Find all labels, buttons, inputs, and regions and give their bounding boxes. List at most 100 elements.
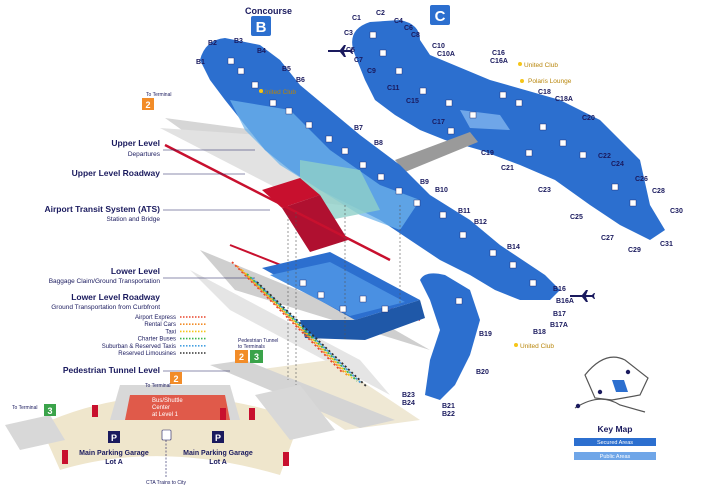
svg-text:C9: C9 [367,68,376,75]
united-club-b[interactable]: United Club [262,89,296,96]
svg-text:Station and Bridge: Station and Bridge [107,216,161,223]
svg-text:B5: B5 [282,66,291,73]
svg-text:3: 3 [254,352,259,362]
terminal-3-badge-left[interactable] [44,404,56,416]
concourse-b-badge [251,16,271,36]
key-map-title: Key Map [598,424,633,434]
concourse-c-badge [430,5,450,25]
svg-text:B16: B16 [553,286,566,293]
svg-text:C28: C28 [652,188,665,195]
to-terminal-ped: To Terminal [145,383,170,389]
svg-text:C27: C27 [601,235,614,242]
center-label: Center [152,405,170,411]
svg-text:B12: B12 [474,219,487,226]
airplane-icon [328,45,353,57]
svg-text:C25: C25 [570,214,583,221]
svg-text:C20: C20 [582,115,595,122]
to-terminal-left: To Terminal [12,405,37,411]
parking-p-left[interactable] [108,431,120,443]
at-level-label: at Level 1 [152,412,179,418]
train-icon [161,429,172,441]
bc-connector [395,132,478,172]
svg-text:C16: C16 [492,50,505,57]
pedestrian-tunnel-label: Pedestrian Tunnel [238,338,278,344]
svg-text:P: P [111,433,117,443]
concourse-b[interactable] [200,38,560,300]
club-dot-b [259,89,263,93]
bus-shuttle-center[interactable] [125,395,230,420]
garage-left-lot: Lot A [105,459,123,466]
concourse-b-south-arm[interactable] [420,273,480,400]
svg-text:C1: C1 [352,15,361,22]
gate-labels-b: B1 B2 B3 B4 B5 B6 B7 B8 B9 B10 B11 B12 B… [196,38,574,418]
ground-transport-lane [256,281,368,388]
garage-left-name: Main Parking Garage [79,450,149,457]
svg-text:C10: C10 [432,43,445,50]
svg-text:C22: C22 [598,153,611,160]
polaris-lounge[interactable]: Polaris Lounge [528,78,572,85]
svg-text:C11: C11 [387,85,400,92]
parking-p-right[interactable] [212,431,224,443]
svg-text:C4: C4 [394,18,403,25]
ground-transport-lane [236,265,348,376]
svg-text:C30: C30 [670,208,683,215]
ground-transport-label: Rental Cars [144,322,176,328]
to-terminals-label: to Terminals [238,344,265,350]
svg-text:C8: C8 [411,32,420,39]
terminal-3-badge-tunnel[interactable] [250,350,263,363]
svg-text:C31: C31 [660,241,673,248]
svg-text:B9: B9 [420,179,429,186]
walkway-terminal-3 [5,415,65,450]
concourse-c-letter: C [435,8,446,25]
lower-level-curb [300,300,425,340]
ground-transport-label: Taxi [165,329,176,335]
united-club-c[interactable]: United Club [524,62,558,69]
bus-shuttle-label: Bus/Shuttle [152,398,183,404]
svg-text:P: P [215,433,221,443]
svg-text:2: 2 [173,374,178,384]
svg-text:C6: C6 [404,25,413,32]
key-secured-label: Secured Areas [597,440,633,446]
concourse-c[interactable] [352,20,665,240]
ground-transport-label: Reserved Limousines [118,351,176,357]
svg-text:Airport Transit System (ATS): Airport Transit System (ATS) [44,204,160,214]
ats-bridge [282,195,348,252]
svg-text:C18A: C18A [555,96,573,103]
departures-roadway-line [164,143,391,262]
amenity-icons [227,31,637,313]
svg-text:Lower Level: Lower Level [111,266,160,276]
concourse-b-letter: B [256,19,267,36]
key-map: Key Map Secured Areas Public Areas [574,356,656,460]
svg-text:Upper Level Roadway: Upper Level Roadway [72,168,161,178]
united-club-b-south[interactable]: United Club [520,343,554,350]
ats-station[interactable] [262,178,320,208]
svg-text:B17: B17 [553,311,566,318]
svg-text:B8: B8 [374,140,383,147]
terminal-2-badge-ped[interactable] [170,372,182,384]
airplane-icon [570,290,595,302]
ground-transport-lane [246,273,358,382]
svg-text:B24: B24 [402,400,415,407]
svg-text:C21: C21 [501,165,514,172]
svg-text:B11: B11 [458,208,471,215]
svg-text:Pedestrian Tunnel Level: Pedestrian Tunnel Level [63,365,160,375]
ground-transport-lane [231,261,343,373]
ground-lanes [231,261,368,388]
key-public-swatch [574,452,656,460]
svg-text:C18: C18 [538,89,551,96]
club-dot-b-south [514,343,518,347]
walkway-right [255,385,335,440]
terminal-2-badge[interactable] [142,98,154,110]
svg-text:B19: B19 [479,331,492,338]
terminal-2-badge-tunnel[interactable] [235,350,248,363]
svg-text:Baggage Claim/Ground Transport: Baggage Claim/Ground Transportation [49,278,161,285]
concourse-b-title: Concourse [245,6,292,16]
lower-level-hall [270,262,405,316]
svg-text:C10A: C10A [437,51,455,58]
level-labels: Upper Level Departures Upper Level Roadw… [44,138,270,375]
svg-text:B18: B18 [533,329,546,336]
ground-transport-label: Suburban & Reserved Taxis [102,344,176,350]
svg-text:B3: B3 [234,38,243,45]
svg-text:3: 3 [47,406,52,416]
